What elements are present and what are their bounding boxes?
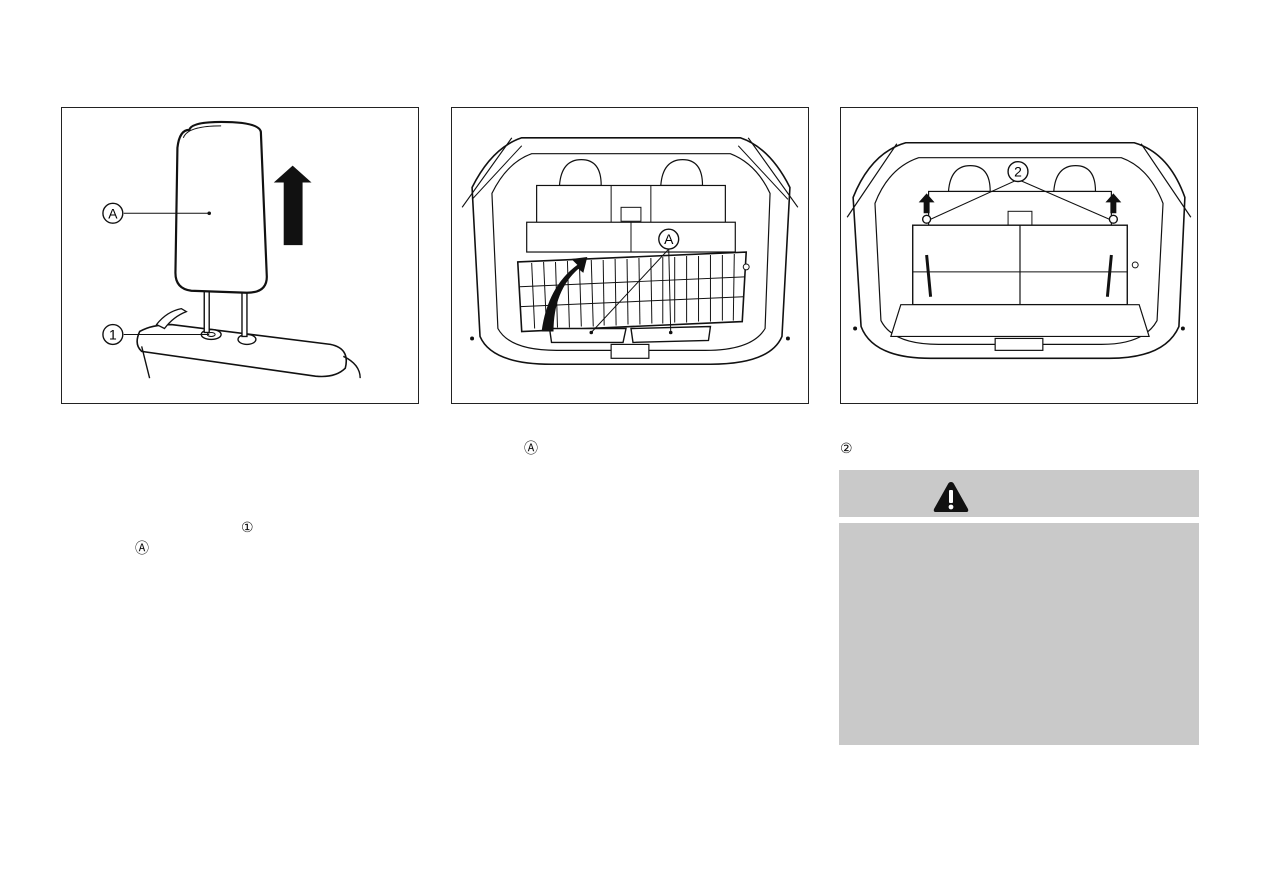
seat-fold-figure: 2 <box>840 107 1198 404</box>
callout-two-circle <box>1007 160 1029 183</box>
body-marker-a: Ⓐ <box>135 540 149 556</box>
warning-body <box>839 523 1199 745</box>
cargo-floor-illustration: A <box>461 137 799 366</box>
body-marker-a-col2: Ⓐ <box>524 440 538 456</box>
callout-a-circle <box>658 228 680 250</box>
warning-triangle-icon <box>933 482 969 512</box>
seat-fold-illustration: 2 <box>846 141 1192 360</box>
callout-a-circle <box>102 202 124 224</box>
warning-header <box>839 470 1199 517</box>
headrest-illustration: A 1 <box>102 120 361 379</box>
cargo-floor-figure: A <box>451 107 809 404</box>
body-marker-one: ① <box>241 519 254 535</box>
callout-a-letter: A <box>108 205 118 221</box>
callout-one-circle <box>102 323 124 346</box>
callout-a-letter: A <box>664 231 674 247</box>
callout-two-number: 2 <box>1014 164 1022 180</box>
headrest-figure: A 1 <box>61 107 419 404</box>
callout-one-number: 1 <box>109 326 117 342</box>
body-marker-two-col3: ② <box>840 440 853 456</box>
